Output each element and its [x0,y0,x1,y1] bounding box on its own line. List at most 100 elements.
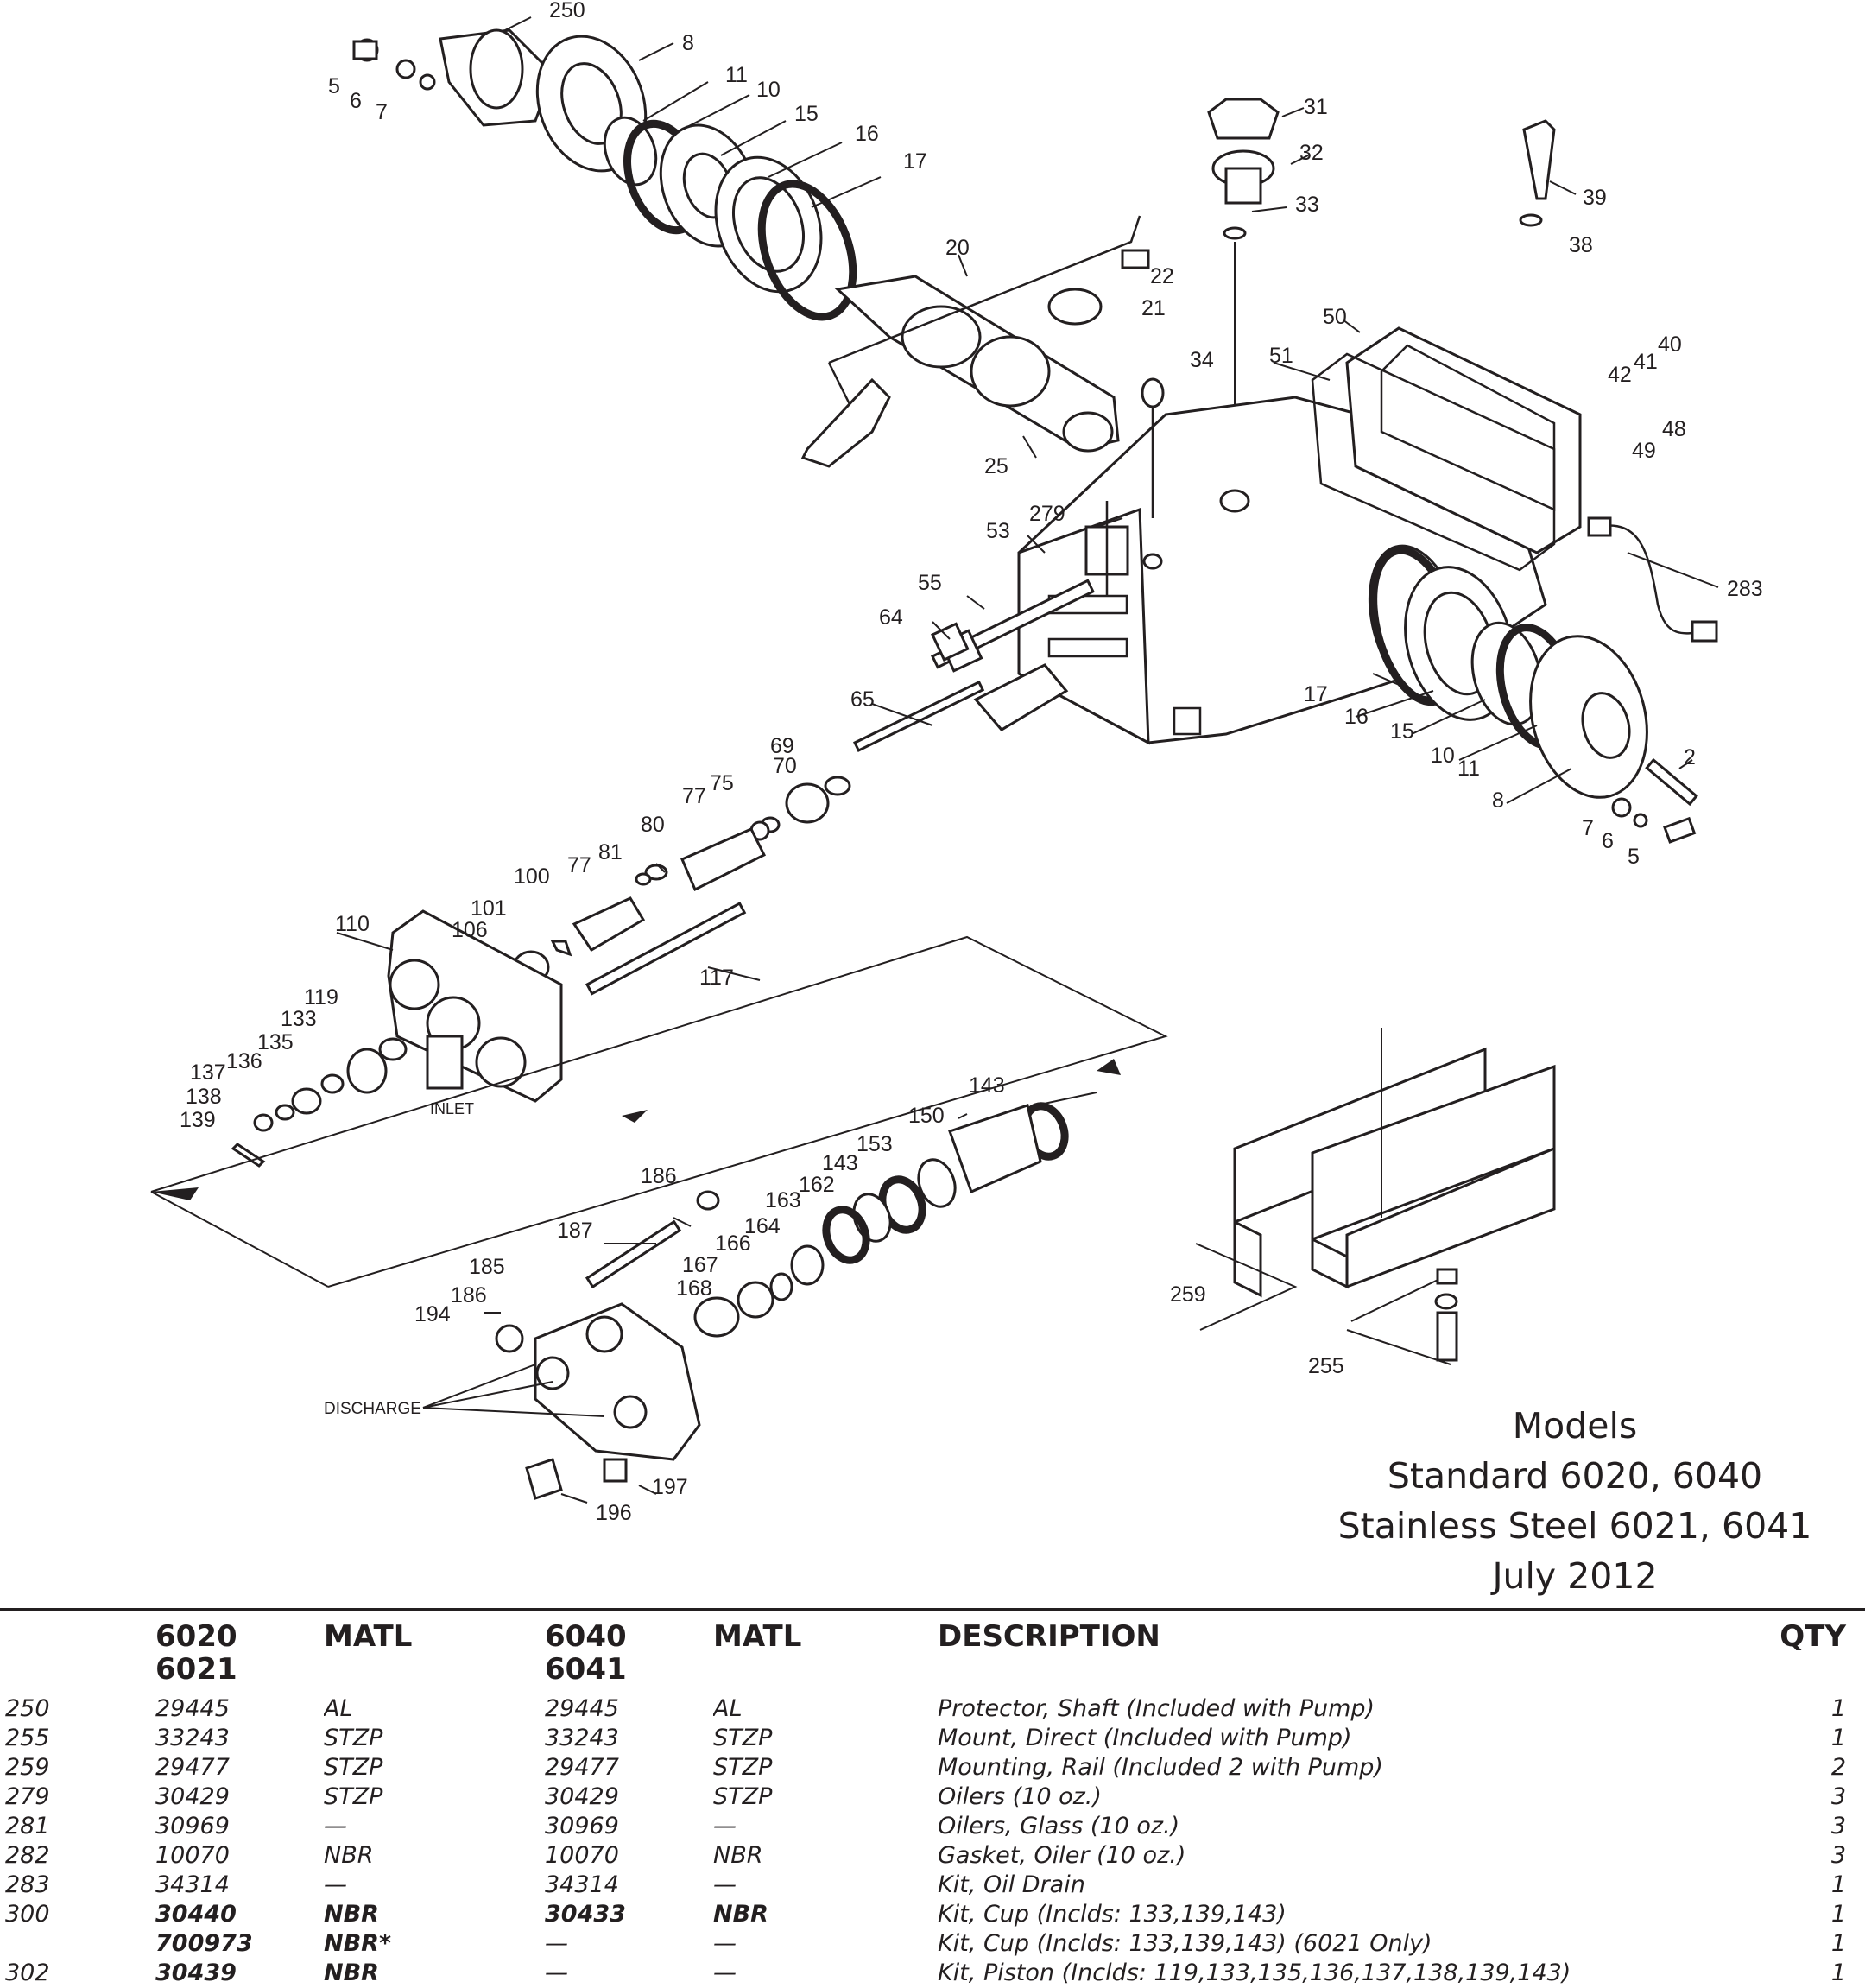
cell-matl-6020: NBR [324,1901,379,1928]
cell-description: Oilers (10 oz.) [938,1783,1102,1810]
callout: 250 [549,0,585,22]
cell-part-6040: 29477 [545,1754,619,1781]
col-description-header: DESCRIPTION [938,1619,1160,1654]
callout: 283 [1727,577,1763,601]
col-matl2-header: MATL [713,1619,802,1654]
callout: 22 [1150,264,1174,288]
cell-matl-6020: STZP [324,1783,383,1810]
callout: 143 [822,1151,858,1175]
models-date: July 2012 [1492,1555,1658,1597]
cell-part-6040: 10070 [545,1842,619,1869]
callout: 32 [1299,141,1324,165]
cell-ref: 281 [5,1813,50,1839]
valve-stack-left [231,1037,408,1168]
callout: 255 [1308,1354,1344,1378]
callout: 70 [773,754,797,778]
callout: 136 [226,1049,262,1073]
callout: 33 [1295,193,1319,217]
callout: 21 [1141,296,1166,320]
cell-matl-6040: STZP [713,1725,773,1751]
cell-part-6020: 29445 [155,1695,230,1722]
callout: 77 [567,853,591,877]
cell-matl-6040: — [713,1960,737,1986]
cell-part-6040: — [545,1960,568,1986]
cell-matl-6040: NBR [713,1842,763,1869]
callout: 7 [1582,816,1594,840]
callout: 6 [1602,829,1614,853]
cell-matl-6040: — [713,1871,737,1898]
cell-qty: 1 [1830,1725,1846,1751]
callout: 135 [257,1030,294,1054]
col-matl1-header: MATL [324,1619,413,1654]
callout: 75 [710,771,734,795]
callout: 42 [1608,363,1632,387]
callout: 168 [676,1276,712,1301]
cell-description: Protector, Shaft (Included with Pump) [938,1695,1375,1722]
cell-matl-6020: NBR [324,1842,374,1869]
callout: 34 [1190,348,1214,372]
callout: 16 [855,122,879,146]
callout: 259 [1170,1282,1206,1307]
callout: 20 [945,236,970,260]
oil-drain-hose [1587,516,1718,643]
inlet-label: INLET [430,1100,474,1117]
cell-part-6040: 29445 [545,1695,619,1722]
cell-part-6020: 33243 [155,1725,230,1751]
callout: 186 [641,1164,677,1188]
cell-part-6020: 30429 [155,1783,230,1810]
cell-description: Oilers, Glass (10 oz.) [938,1813,1180,1839]
cell-ref: 250 [5,1695,50,1722]
table-row: 259 29477 STZP 29477 STZP Mounting, Rail… [0,1753,1865,1782]
table-row: 282 10070 NBR 10070 NBR Gasket, Oiler (1… [0,1841,1865,1871]
table-row: 283 34314 — 34314 — Kit, Oil Drain 1 [0,1871,1865,1900]
callout: 53 [986,519,1010,543]
callout: 81 [598,840,623,864]
callout: 167 [682,1253,718,1277]
cell-description: Mount, Direct (Included with Pump) [938,1725,1352,1751]
crankshaft [827,215,1141,453]
table-row: 250 29445 AL 29445 AL Protector, Shaft (… [0,1694,1865,1724]
cell-ref: 279 [5,1783,50,1810]
cell-ref [0,1929,155,1959]
callout: 77 [682,784,706,808]
callout: 133 [281,1007,317,1031]
cell-matl-6040: STZP [713,1783,773,1810]
cell-qty: 1 [1830,1930,1846,1957]
callout: 5 [328,74,340,98]
cell-part-6040: 30429 [545,1783,619,1810]
callout: 166 [715,1231,751,1256]
callout: 162 [799,1173,835,1197]
cell-matl-6020: STZP [324,1754,383,1781]
cell-matl-6040: — [713,1930,737,1957]
table-row: 700973 NBR* — — Kit, Cup (Inclds: 133,13… [0,1929,1865,1959]
callout: 138 [186,1085,222,1109]
callout: 51 [1269,344,1293,368]
callout: 40 [1658,332,1682,357]
callout: 10 [1431,744,1455,768]
callout: 137 [190,1060,226,1085]
callout: 117 [699,966,734,990]
cell-description: Mounting, Rail (Included 2 with Pump) [938,1754,1383,1781]
callout: 6 [350,89,362,113]
callout: 8 [682,31,694,55]
callout: 187 [557,1219,593,1243]
callout: 163 [765,1188,801,1212]
cell-matl-6020: STZP [324,1725,383,1751]
callout: 106 [452,918,488,942]
col-ref-header [0,1620,155,1694]
callout: 38 [1569,233,1593,257]
cell-description: Kit, Cup (Inclds: 133,139,143) (6021 Onl… [938,1930,1432,1957]
guide-bracket [150,935,1168,1288]
mounting-rails [1195,1028,1556,1365]
callout: 194 [414,1302,451,1326]
callout: 64 [879,605,903,630]
callout: 185 [469,1255,505,1279]
callout: 50 [1323,305,1347,329]
table-row: 255 33243 STZP 33243 STZP Mount, Direct … [0,1724,1865,1753]
col-qty-header: QTY [1780,1619,1846,1654]
cell-description: Kit, Oil Drain [938,1871,1085,1898]
cell-ref: 283 [5,1871,50,1898]
connecting-rod [800,249,1150,468]
cell-part-6040: 33243 [545,1725,619,1751]
